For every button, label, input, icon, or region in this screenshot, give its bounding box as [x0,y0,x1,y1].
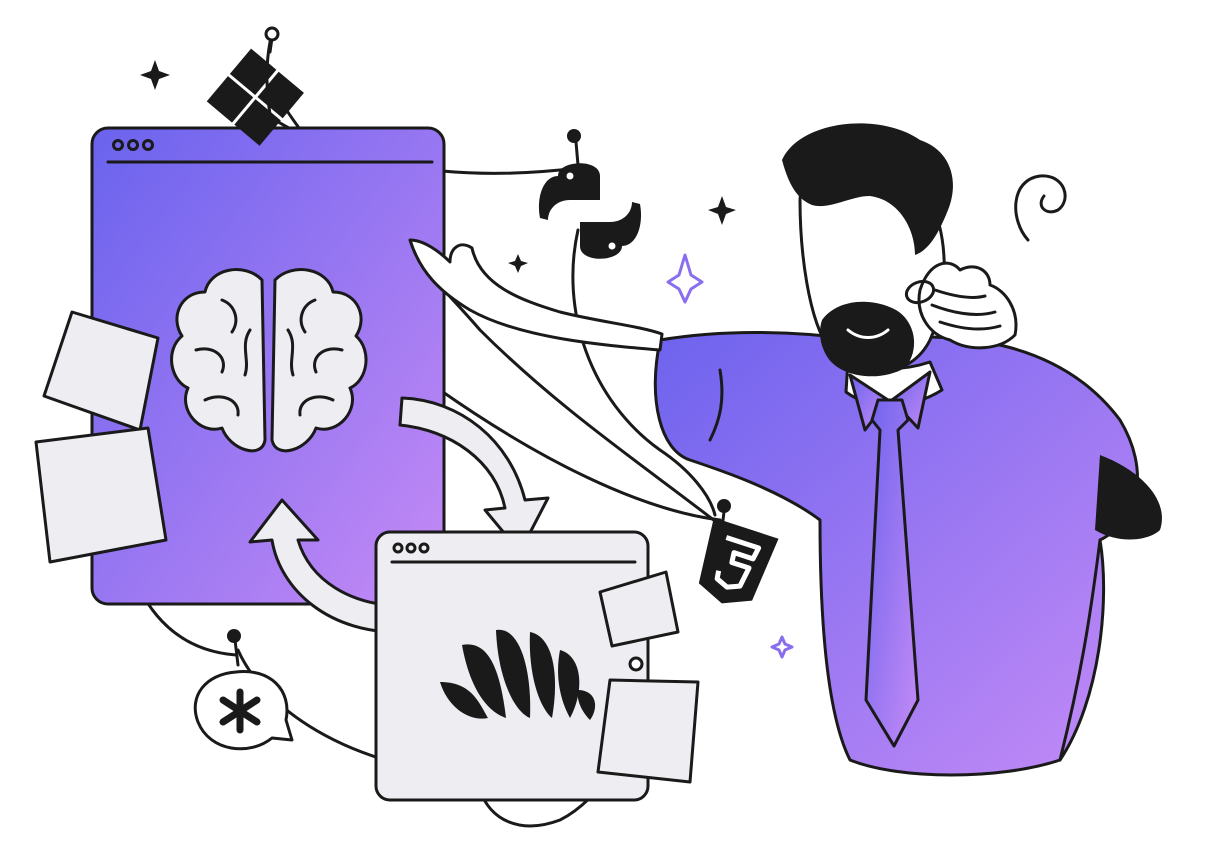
asterisk-chat-icon [193,670,294,751]
pushpin-icon [567,129,581,167]
window-dots-icon [392,542,430,554]
sticky-note-small-window [598,570,680,648]
pushpin-icon [227,629,241,667]
sticky-note-bottom-right [596,678,700,784]
sparkle-icon [666,253,704,304]
hair [782,123,953,255]
sparkle-icon [770,635,794,659]
pushpin-icon [717,499,731,530]
sticky-note-left-bottom [34,426,168,564]
beard [820,301,915,377]
secondary-window-panel [374,530,650,802]
window-dots-icon [112,139,154,151]
sparkle-icon [508,254,528,273]
crown-logo-icon [440,629,596,720]
pushpin-icon [264,26,280,54]
python-logo-icon [538,163,642,259]
css3-logo-icon [698,517,779,604]
sparkle-icon [140,60,170,90]
tie [864,398,920,748]
spiral-doodle-icon [1014,174,1067,242]
person-icon [408,123,1162,777]
brain-icon [170,268,368,453]
pushpin-icon [628,656,644,672]
sparkle-icon [708,196,736,225]
windows-logo-icon [206,48,304,146]
